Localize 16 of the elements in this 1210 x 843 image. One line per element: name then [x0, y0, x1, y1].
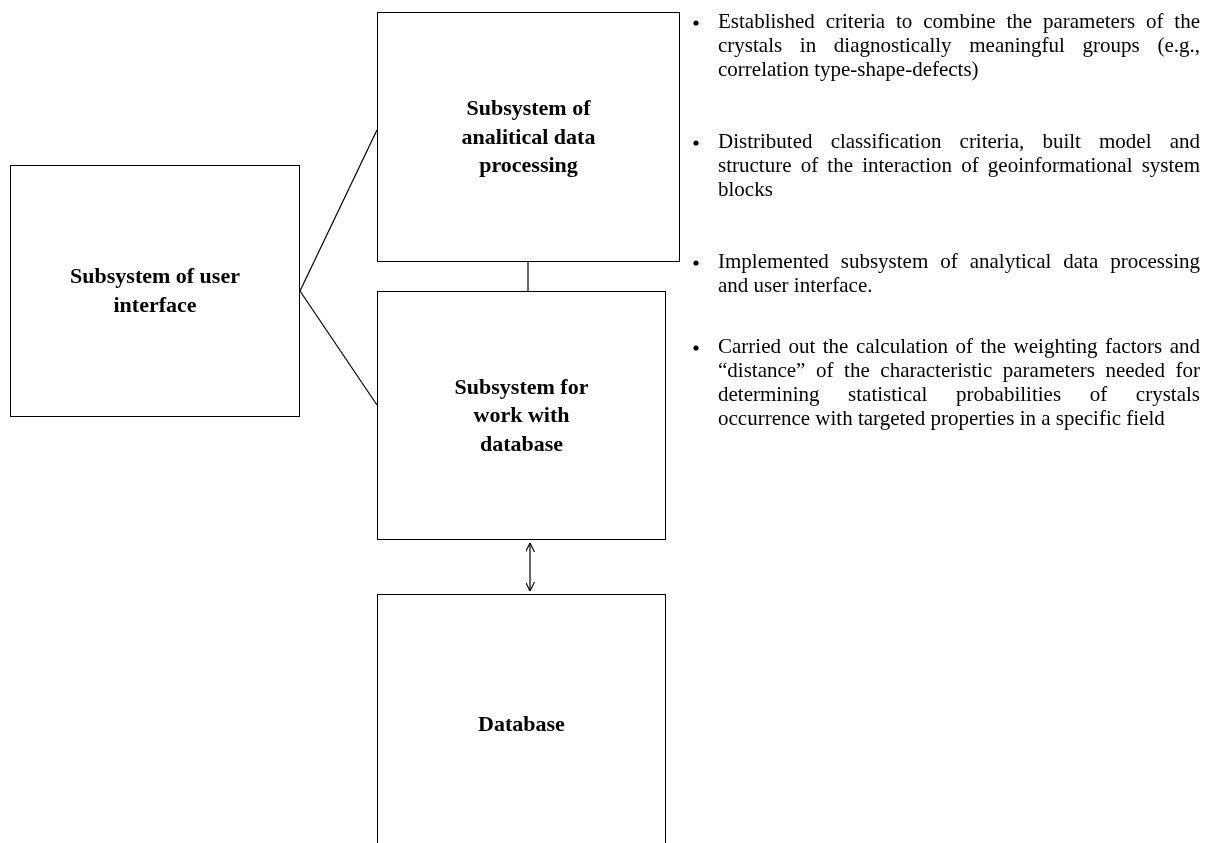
connector-line	[299, 129, 378, 292]
bullet-text: Distributed classification criteria, built model and structure of the interaction of geoinformational system blocks	[718, 130, 1200, 202]
process-box	[377, 594, 666, 843]
connector-line	[527, 261, 529, 292]
bullet-text: Established criteria to combine the parameters of the crystals in diagnostically meaningful groups (e.g., correlation type-shape-defects)	[718, 10, 1200, 82]
box-label: Subsystem of analitical data processing	[460, 94, 597, 180]
arrow	[524, 542, 536, 592]
connector-line	[299, 290, 378, 406]
box-label: Subsystem of user interface	[69, 262, 241, 319]
process-box	[377, 12, 680, 262]
box-label: Database	[478, 709, 565, 738]
process-box	[377, 291, 666, 540]
bullet-text: Implemented subsystem of analytical data processing and user interface.	[718, 250, 1200, 298]
box-label: Subsystem for work with database	[453, 372, 590, 458]
process-box	[10, 165, 300, 417]
bullet-text: Carried out the calculation of the weighting factors and “distance” of the characteristic parameters needed for determining statistical probabilities of crystals occurrence with targeted properties in a specific field	[718, 335, 1200, 431]
